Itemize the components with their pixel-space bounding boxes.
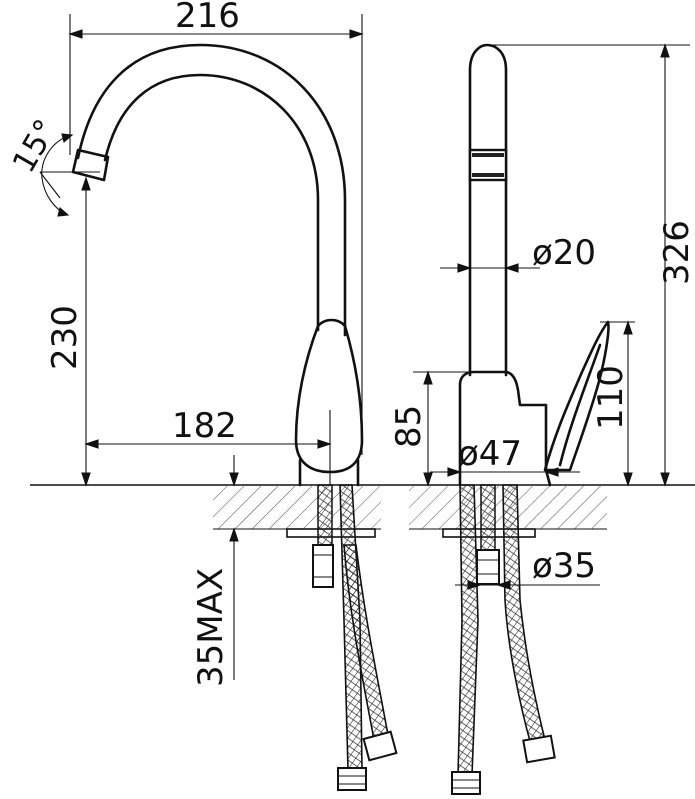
body-front bbox=[294, 318, 364, 474]
spout-side bbox=[468, 43, 508, 377]
hose-fitting-front-a bbox=[337, 767, 367, 791]
dim-mount-hole-diameter: ø35 bbox=[532, 546, 596, 586]
dim-body-reach: 182 bbox=[172, 406, 237, 446]
spout-inner bbox=[103, 73, 320, 332]
countertop-section bbox=[30, 484, 695, 530]
body-side bbox=[458, 370, 552, 487]
dim-spout-height: 230 bbox=[45, 305, 85, 370]
front-view bbox=[71, 43, 398, 791]
dim-spout-diameter: ø20 bbox=[532, 233, 596, 273]
aerator-front bbox=[71, 148, 110, 182]
nut-side bbox=[476, 549, 500, 585]
hose-fitting-front-b bbox=[362, 730, 398, 762]
dim-overall-height: 326 bbox=[657, 220, 695, 285]
threaded-stud-front bbox=[317, 484, 333, 546]
threaded-stud-side bbox=[480, 484, 496, 551]
dimension-lines bbox=[39, 14, 690, 680]
dim-handle-height: 110 bbox=[591, 365, 631, 430]
hose-side-a bbox=[457, 484, 479, 776]
dim-spout-angle: 15° bbox=[6, 113, 65, 179]
hose-fitting-side-b bbox=[522, 734, 556, 764]
counter-hatch-left bbox=[213, 485, 381, 529]
spout-outer bbox=[76, 43, 347, 337]
dim-overall-reach: 216 bbox=[175, 0, 240, 36]
side-view bbox=[442, 43, 610, 795]
hose-fitting-side-a bbox=[451, 771, 481, 795]
nut-front bbox=[312, 544, 334, 588]
dim-base-diameter: ø47 bbox=[458, 434, 522, 474]
dim-body-height: 85 bbox=[389, 405, 429, 448]
dim-max-counter-thickness: 35MAX bbox=[191, 568, 231, 687]
